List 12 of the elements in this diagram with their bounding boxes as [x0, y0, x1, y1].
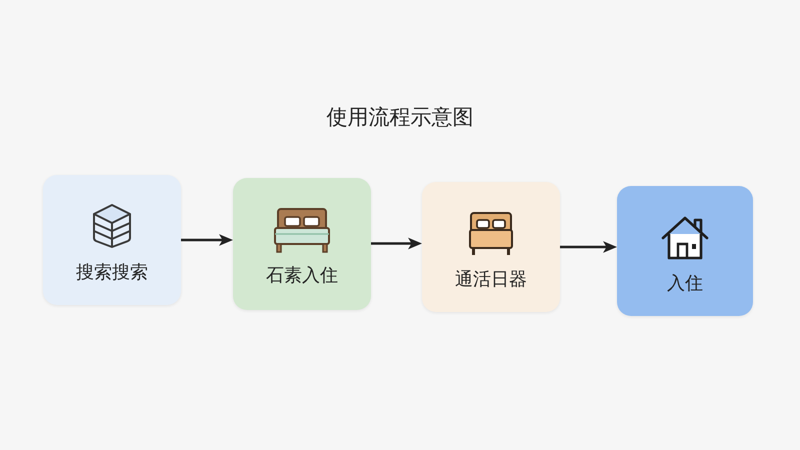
step-label: 通活日器 [455, 268, 527, 292]
step-box [43, 175, 181, 305]
step-box [233, 178, 371, 310]
step-box [617, 186, 753, 316]
step-label: 搜索搜索 [76, 261, 148, 285]
arrow [181, 234, 233, 246]
diagram-title: 使用流程示意图 [326, 104, 474, 131]
step-box [422, 182, 560, 312]
step-label: 石素入住 [266, 264, 338, 288]
step-label: 入住 [667, 272, 703, 296]
arrow [560, 241, 617, 253]
arrow [371, 238, 422, 250]
